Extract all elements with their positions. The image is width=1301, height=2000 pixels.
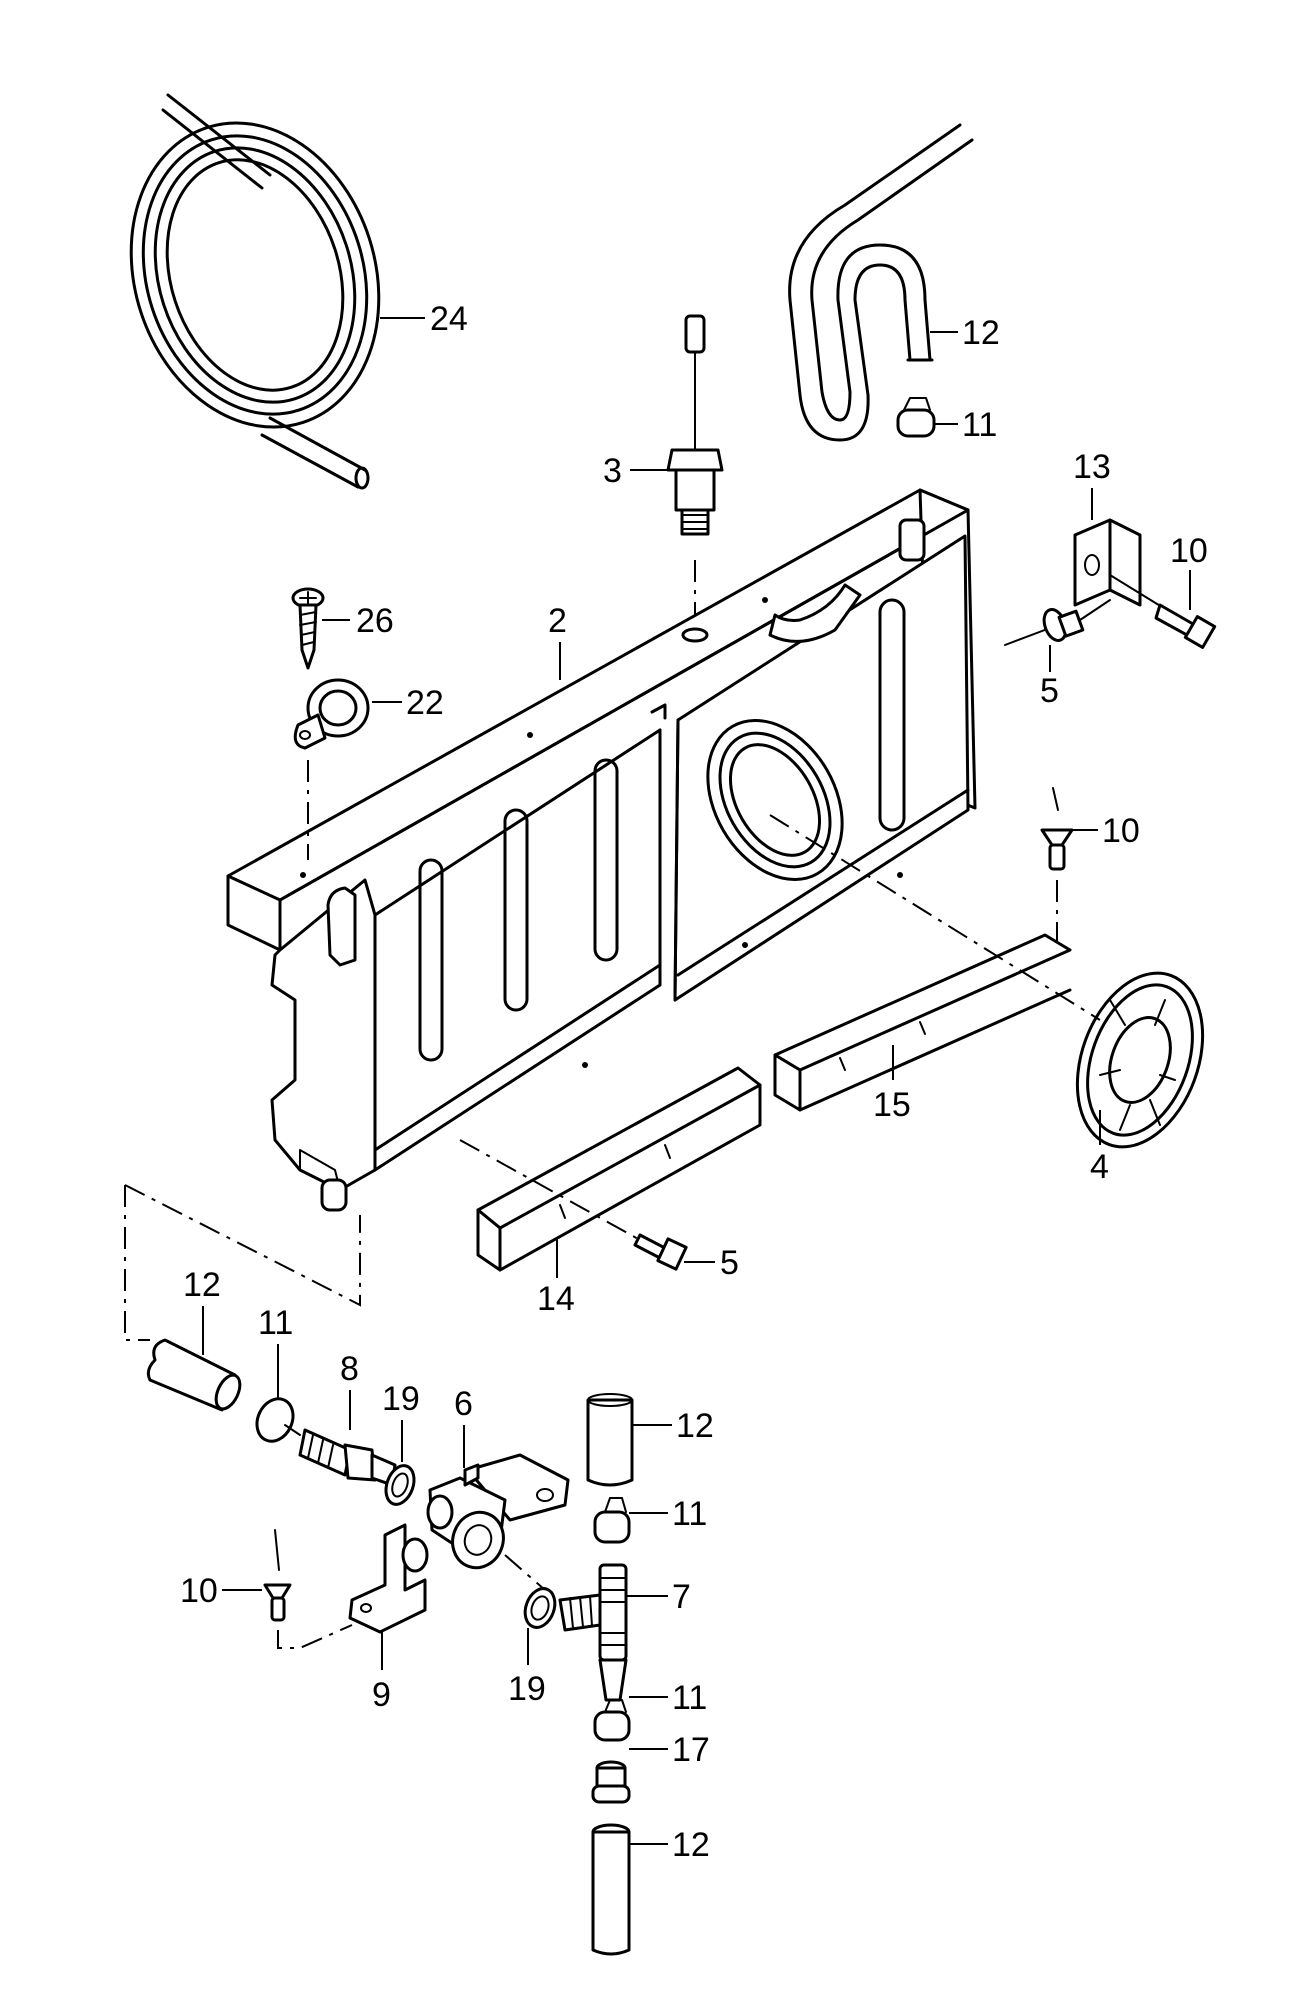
bolt-assembly-line <box>459 1139 641 1241</box>
hose-clamp-top <box>896 397 936 438</box>
hose-bottom <box>591 1823 631 1956</box>
blind-rivet-right <box>1040 787 1074 945</box>
blind-rivet-lower <box>263 1529 353 1649</box>
callout-14: 14 <box>537 1280 575 1318</box>
callout-12-left: 12 <box>183 1266 221 1304</box>
callout-12-top: 12 <box>962 314 1000 352</box>
support-rail-right <box>773 933 1072 1112</box>
callout-13: 13 <box>1073 448 1111 486</box>
hose-clamp-upper <box>593 1497 631 1544</box>
hose-clamp-left <box>255 1397 301 1443</box>
water-tank <box>226 488 977 1212</box>
callout-2: 2 <box>548 602 567 640</box>
callout-11-upper: 11 <box>672 1495 707 1533</box>
callout-11-top: 11 <box>962 406 997 444</box>
callout-6: 6 <box>454 1385 473 1423</box>
callout-3: 3 <box>603 452 622 490</box>
support-rail-left <box>476 1066 762 1272</box>
bracket-bolt <box>1109 574 1217 649</box>
callout-5-rivet: 5 <box>1040 672 1059 710</box>
callout-17: 17 <box>672 1731 710 1769</box>
callout-12-vertical: 12 <box>676 1407 714 1445</box>
hose-coil <box>129 93 381 490</box>
callout-10-lower: 10 <box>180 1572 218 1610</box>
callout-19-upper: 19 <box>382 1380 420 1418</box>
cover-cap <box>1075 971 1205 1149</box>
callout-11-lower: 11 <box>672 1679 707 1717</box>
bolt <box>633 1233 688 1271</box>
bracket-rivet <box>1004 599 1111 646</box>
callout-19-lower: 19 <box>508 1670 546 1708</box>
callouts: 24 12 11 3 13 10 26 2 22 5 10 15 4 5 14 … <box>180 300 1208 1864</box>
sealing-washer-lower <box>523 1587 557 1629</box>
sealing-washer-upper <box>384 1464 416 1506</box>
hose-clamp-lower <box>593 1699 631 1742</box>
hose-clip <box>293 678 370 750</box>
callout-26: 26 <box>356 602 394 640</box>
callout-15: 15 <box>873 1086 911 1124</box>
hose-bent-top <box>788 123 974 442</box>
callout-9: 9 <box>372 1676 391 1714</box>
drain-valve <box>426 1453 570 1570</box>
callout-12-bottom: 12 <box>672 1826 710 1864</box>
callout-5-bolt: 5 <box>720 1244 739 1282</box>
t-connector <box>558 1563 628 1702</box>
callout-10-rivet: 10 <box>1102 812 1140 850</box>
callout-4: 4 <box>1090 1148 1109 1186</box>
hose-vertical-top <box>586 1393 634 1487</box>
callout-10-bracket: 10 <box>1170 532 1208 570</box>
callout-7: 7 <box>672 1578 691 1616</box>
callout-24: 24 <box>430 300 468 338</box>
level-sensor <box>666 314 724 620</box>
angle-bracket <box>1073 518 1142 607</box>
callout-8: 8 <box>340 1350 359 1388</box>
leader-lines <box>202 317 1191 1845</box>
valve-assembly-line <box>504 1554 546 1591</box>
valve-bracket <box>348 1523 429 1634</box>
callout-11-left: 11 <box>258 1304 293 1342</box>
screw <box>291 587 325 670</box>
hose-left <box>146 1338 242 1412</box>
grommet <box>591 1760 631 1804</box>
callout-22: 22 <box>406 684 444 722</box>
hose-nipple <box>298 1428 397 1487</box>
hose-routing-line <box>124 1184 361 1341</box>
